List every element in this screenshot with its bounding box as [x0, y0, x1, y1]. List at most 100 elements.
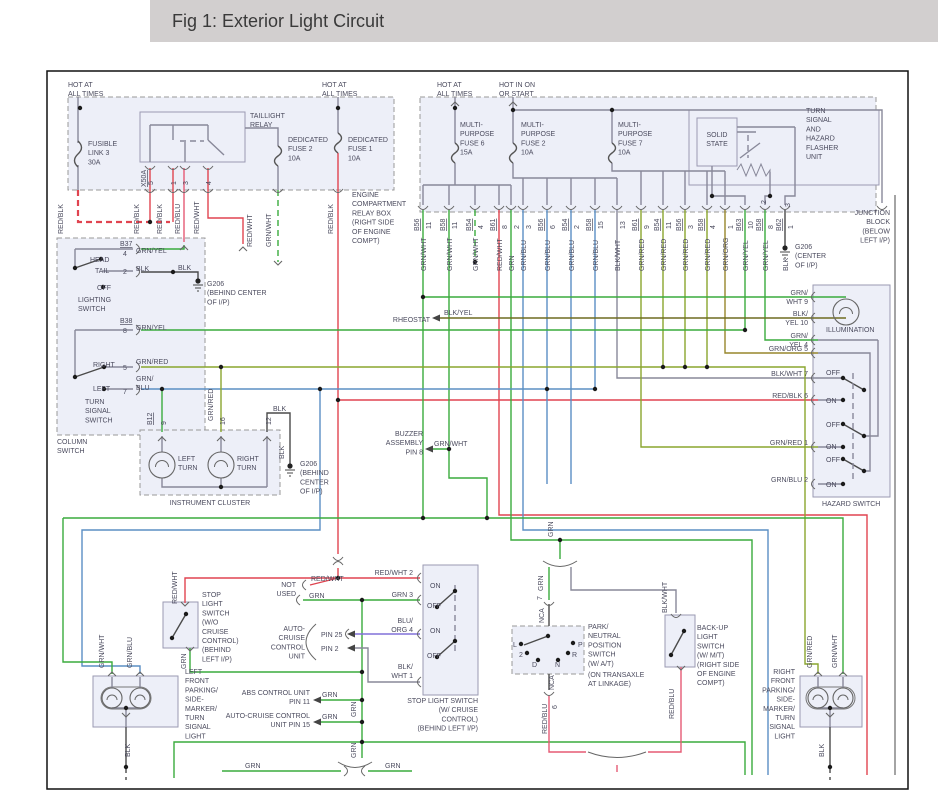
connector-arc-icon [679, 205, 691, 210]
diagram-label: RED/WHT [172, 571, 179, 604]
diagram-label: B62 [776, 218, 783, 231]
diagram-label: GRN/YEL [136, 248, 167, 255]
junction-dot [335, 575, 341, 581]
bulb-icon [129, 687, 151, 709]
diagram-label: 7 [123, 389, 127, 396]
connector-arc-icon [167, 188, 179, 193]
diagram-label: BLK [178, 265, 192, 272]
diagram-label: 2 [123, 269, 127, 276]
connector-arc-icon [202, 165, 214, 170]
diagram-label: GRN [181, 653, 188, 669]
diagram-label: GRN/WHT [447, 237, 454, 271]
bulb-icon [148, 451, 176, 479]
connector-arc-icon [469, 205, 481, 210]
junction-dot [524, 650, 530, 656]
bulb-filament-icon [839, 307, 853, 315]
diagram-label: 2 [574, 225, 581, 229]
connector-arc-icon [589, 205, 601, 210]
connector-arc-icon [167, 165, 179, 170]
diagram-label: PIN 2 [321, 646, 339, 653]
connector-chevron-icon [813, 671, 823, 677]
junction-dot [840, 397, 846, 403]
connector-arc-icon [417, 628, 422, 640]
diagram-label: 5 [123, 365, 127, 372]
diagram-label: B54 [562, 218, 569, 231]
bulb-icon [207, 451, 235, 479]
diagram-label: 8 [768, 225, 775, 229]
diagram-label: GRN/RED [683, 239, 690, 271]
diagram-label: OFF [427, 653, 441, 660]
diagram-label: GRN/RED [136, 359, 168, 366]
diagram-label: RED/WHT [194, 201, 201, 234]
wire [436, 590, 456, 608]
diagram-label: OFF [826, 370, 840, 377]
diagram-label: NCA [549, 675, 556, 690]
connector-arc-icon [719, 205, 731, 210]
connector-arc-icon [361, 765, 366, 777]
wire [161, 478, 267, 488]
diagram-label: BLK [279, 445, 286, 459]
diagram-label: 11 [426, 222, 433, 229]
diagram-label: GRN/BLU [127, 637, 134, 668]
ground-icon [195, 278, 201, 284]
wire [512, 163, 617, 179]
diagram-label: RED/BLU [175, 204, 182, 234]
connector-arc-icon [179, 165, 191, 170]
diagram-label: 15 [598, 221, 605, 229]
diagram-label: X50A [141, 170, 148, 187]
wire [611, 163, 725, 172]
diagram-label: GRN/RED 1 [770, 440, 808, 447]
junction-dot [420, 515, 426, 521]
connector-arc-icon [517, 205, 529, 210]
diagram-label: GRN/BLU [521, 240, 528, 271]
junction-dot [827, 705, 833, 711]
diagram-label: GRN [385, 763, 401, 770]
direction-arrow-icon [313, 718, 321, 726]
direction-arrow-icon [347, 630, 355, 638]
diagram-label: 1 [788, 225, 795, 229]
junction-dot [840, 375, 846, 381]
connector-arc-icon [202, 188, 214, 193]
diagram-label: GRN/RED [705, 239, 712, 271]
connector-arc-icon [505, 205, 517, 210]
diagram-label: GRN/BLU [593, 240, 600, 271]
junction-dot [446, 446, 452, 452]
junction-dot [170, 269, 176, 275]
connector-arc-icon [302, 579, 307, 591]
connector-arc-icon [135, 266, 140, 278]
diagram-label: 10 [748, 221, 755, 229]
connector-chevron-icon [121, 712, 131, 718]
connector-arc-icon [759, 205, 771, 210]
diagram-label: ON [430, 583, 441, 590]
junction-dot [218, 364, 224, 370]
connector-chevron-icon [157, 436, 167, 442]
diagram-label: BLK/WHT 1 [391, 664, 413, 680]
diagram-label: TAIL [95, 268, 109, 275]
diagram-label: RED/WHT [497, 238, 504, 271]
wire [739, 142, 761, 159]
connector-arc-icon [541, 205, 553, 210]
connector-arc-icon [701, 205, 713, 210]
wire [736, 162, 771, 178]
junction-dot [861, 468, 867, 474]
diagram-label: 1 [171, 181, 178, 185]
wire [74, 366, 105, 378]
diagram-label: 4 [206, 181, 213, 185]
diagram-label: N [555, 662, 560, 669]
junction-dot [335, 397, 341, 403]
junction-dot [510, 107, 516, 113]
diagram-label: D [532, 662, 537, 669]
diagram-label: GRN [351, 701, 358, 717]
instrument-cluster-box [139, 429, 281, 496]
wire [63, 517, 844, 674]
diagram-label: 3 [183, 181, 190, 185]
stop-light-switch-cruise-box [422, 564, 479, 696]
diagram-label: 9 [161, 421, 168, 425]
diagram-label: BLK/WHT [615, 239, 622, 271]
junction-dot [123, 705, 129, 711]
left-front-light-box [92, 675, 179, 728]
wire [764, 172, 771, 205]
connector-arc-icon [543, 691, 555, 696]
